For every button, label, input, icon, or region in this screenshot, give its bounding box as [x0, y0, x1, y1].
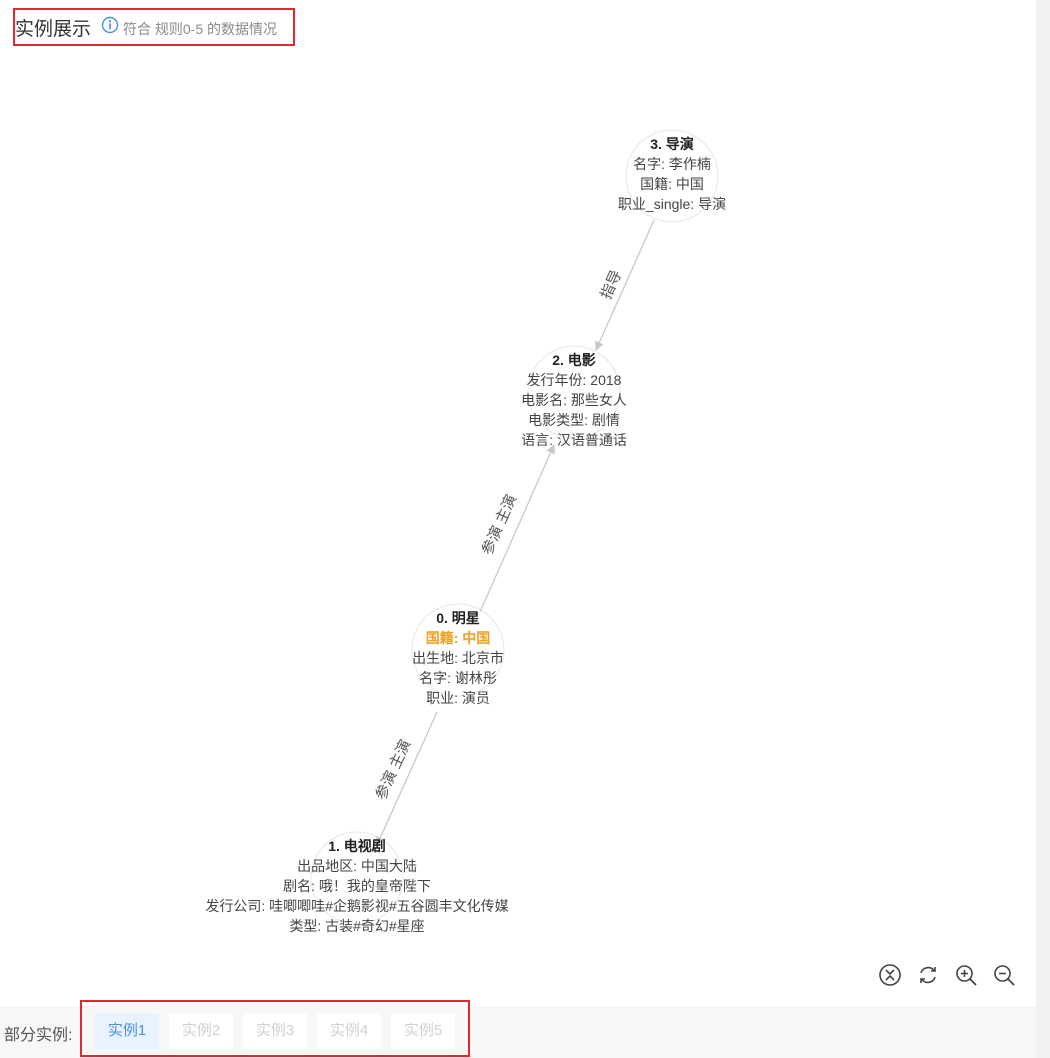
graph-edge-label: 参演 主演: [373, 737, 415, 802]
graph-node-ring: [527, 345, 621, 439]
refresh-icon[interactable]: [916, 963, 940, 987]
scrollbar-track: [1036, 0, 1050, 1058]
node-attribute: 职业_single: 导演: [617, 196, 727, 212]
graph-node-node2[interactable]: 2. 电影发行年份: 2018 电影名: 那些女人电影类型: 剧情语言: 汉语普通…: [521, 350, 627, 450]
node-attribute: 出品地区: 中国大陆: [297, 858, 417, 874]
node-attribute: 职业: 演员: [426, 690, 490, 706]
zoom-in-icon[interactable]: [954, 963, 978, 987]
page-title: 实例展示: [15, 19, 92, 40]
graph-edge-label: 指导: [598, 268, 626, 302]
examples-label: 部分实例:: [4, 1027, 73, 1044]
node-attribute: 电影名: 那些女人: [521, 392, 627, 408]
node-title: 3. 导演: [650, 136, 694, 152]
graph-node-ring: [411, 603, 505, 697]
graph-node-ring: [310, 831, 404, 925]
node-attribute: 语言: 汉语普通话: [521, 432, 627, 448]
example-tab-4[interactable]: 实例4: [317, 1013, 381, 1049]
node-attribute: 电影类型: 剧情: [528, 412, 620, 428]
node-attribute: 发行公司: 哇唧唧哇#企鹅影视#五谷圆丰文化传媒: [205, 898, 509, 914]
graph-node-ring: [625, 129, 719, 223]
graph-node-node3[interactable]: 3. 导演名字: 李作楠国籍: 中国职业_single: 导演: [618, 134, 726, 214]
example-tab-3[interactable]: 实例3: [243, 1013, 307, 1049]
graph-edge[interactable]: [595, 219, 655, 351]
graph-node-node0[interactable]: 0. 明星国籍: 中国出生地: 北京市名字: 谢林彤职业: 演员: [412, 608, 504, 708]
node-attribute: 出生地: 北京市: [412, 650, 504, 666]
node-attribute: 剧名: 哦！我的皇帝陛下: [283, 878, 431, 894]
node-title: 0. 明星: [436, 610, 480, 626]
node-title: 1. 电视剧: [328, 838, 386, 854]
collapse-icon[interactable]: [878, 963, 902, 987]
node-attribute: 名字: 谢林彤: [419, 670, 497, 686]
graph-edge[interactable]: [479, 444, 555, 613]
example-tab-5[interactable]: 实例5: [391, 1013, 455, 1049]
examples-highlight-box: [80, 1000, 470, 1057]
graph-toolbar: [878, 963, 1016, 987]
zoom-out-icon[interactable]: [992, 963, 1016, 987]
node-attribute: 国籍: 中国: [425, 630, 491, 646]
examples-tabs: 实例1 实例2 实例3 实例4 实例5: [95, 1013, 455, 1049]
node-attribute: 类型: 古装#奇幻#星座: [289, 918, 425, 934]
graph-node-node1[interactable]: 1. 电视剧出品地区: 中国大陆剧名: 哦！我的皇帝陛下发行公司: 哇唧唧哇#企…: [205, 836, 508, 936]
graph-edge-label: 参演 主演: [479, 492, 521, 558]
example-tab-1[interactable]: 实例1: [95, 1013, 159, 1049]
node-attribute: 发行年份: 2018: [526, 372, 622, 388]
node-attribute: 国籍: 中国: [640, 176, 704, 192]
graph-edge[interactable]: [376, 711, 438, 846]
header-box: 实例展示 符合 规则0-5 的数据情况: [13, 8, 295, 46]
example-tab-2[interactable]: 实例2: [169, 1013, 233, 1049]
node-title: 2. 电影: [552, 352, 596, 368]
node-attribute: 名字: 李作楠: [633, 156, 711, 172]
info-icon[interactable]: [101, 16, 119, 34]
subtitle: 符合 规则0-5 的数据情况: [123, 21, 278, 37]
